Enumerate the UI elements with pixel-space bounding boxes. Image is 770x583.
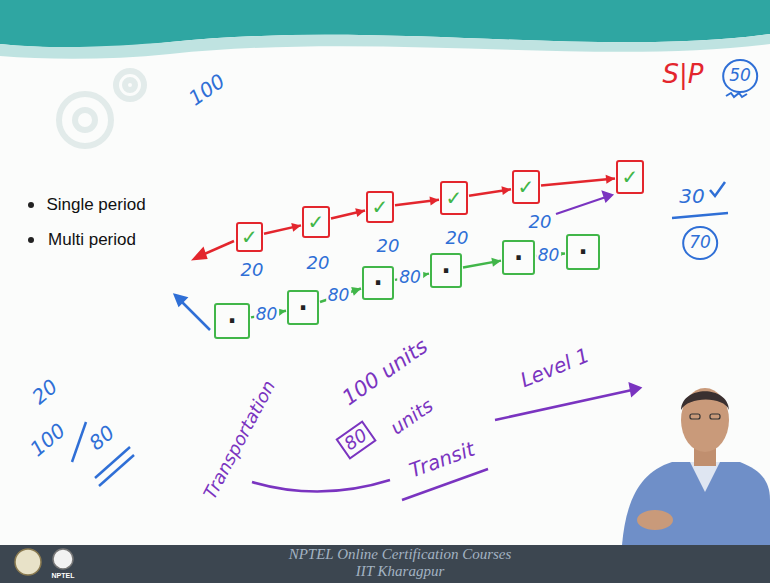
dot-box: · <box>430 253 462 288</box>
footer-bar <box>0 545 770 583</box>
bracket-curve <box>252 480 390 492</box>
institute-logo <box>15 549 41 575</box>
flow-arrow <box>331 208 365 218</box>
circled-number: 70 <box>682 226 718 260</box>
quantity-note: 30 <box>679 186 704 207</box>
dot-box: · <box>214 303 250 339</box>
red-pointer-arrow <box>194 241 234 259</box>
flow-arrow <box>463 258 501 268</box>
quantity-note: 20 <box>377 237 400 256</box>
arrow-head <box>491 258 501 267</box>
arrow-head <box>291 223 301 232</box>
dot-mark: · <box>441 259 450 283</box>
quantity-note: 20 <box>529 213 552 232</box>
quantity-note: 20 <box>446 229 469 248</box>
check-mark: ✓ <box>241 227 258 247</box>
bullet <box>28 237 34 243</box>
footer-text: NPTEL Online Certification Courses <box>289 547 512 563</box>
level-arrow <box>495 384 640 420</box>
flow-quantity: 80 <box>254 306 280 323</box>
underline <box>99 455 134 486</box>
flow-arrow <box>469 186 511 196</box>
dot-mark: · <box>578 240 587 264</box>
arrow-head <box>606 175 615 184</box>
circled-number: 50 <box>722 59 758 93</box>
flow-arrow <box>395 196 439 205</box>
dot-box: · <box>502 240 535 275</box>
check-mark: ✓ <box>372 197 389 217</box>
arrow-head <box>430 196 439 205</box>
nptel-logo <box>53 549 73 569</box>
check-box: ✓ <box>236 222 263 252</box>
sum-line <box>672 213 728 218</box>
flow-arrow <box>541 175 615 186</box>
dot-mark: · <box>514 246 523 270</box>
check-box: ✓ <box>440 181 468 215</box>
logo-text: NPTEL <box>52 572 75 579</box>
quantity-note: 20 <box>241 261 264 280</box>
arrow-head <box>501 186 511 195</box>
flow-quantity: 80 <box>397 268 423 285</box>
check-mark: ✓ <box>622 167 639 187</box>
check-stroke <box>710 182 725 196</box>
bullet-text: Single period <box>46 196 145 214</box>
bullet-text: Multi period <box>48 231 136 249</box>
check-box: ✓ <box>512 170 540 204</box>
flow-arrow <box>264 223 301 234</box>
arrow-head <box>355 208 365 217</box>
check-mark: ✓ <box>308 212 325 232</box>
blue-pointer-arrow <box>175 295 210 330</box>
check-box: ✓ <box>366 191 394 223</box>
arrow-head <box>351 287 361 296</box>
presenter-figure <box>622 388 770 545</box>
gear-watermark <box>59 71 144 146</box>
check-mark: ✓ <box>518 177 535 197</box>
quantity-note: 20 <box>307 254 330 273</box>
flow-line <box>541 178 615 185</box>
scribble <box>726 93 747 97</box>
slash-line <box>72 422 86 462</box>
flow-quantity: 80 <box>536 246 562 263</box>
check-mark: ✓ <box>446 188 463 208</box>
dot-mark: · <box>373 271 382 295</box>
flow-quantity: 80 <box>326 287 352 304</box>
purple-pointer-arrow <box>556 192 612 214</box>
check-box: ✓ <box>616 160 644 194</box>
bullet <box>28 202 34 208</box>
dot-box: · <box>566 234 600 270</box>
heading-note: S|P <box>663 61 704 88</box>
dot-mark: · <box>298 296 307 320</box>
check-box: ✓ <box>302 206 330 238</box>
title-band-curve <box>0 34 770 59</box>
dot-mark: · <box>227 309 236 333</box>
dot-box: · <box>287 290 319 325</box>
footer-text: IIT Kharagpur <box>356 564 445 580</box>
dot-box: · <box>362 266 394 300</box>
